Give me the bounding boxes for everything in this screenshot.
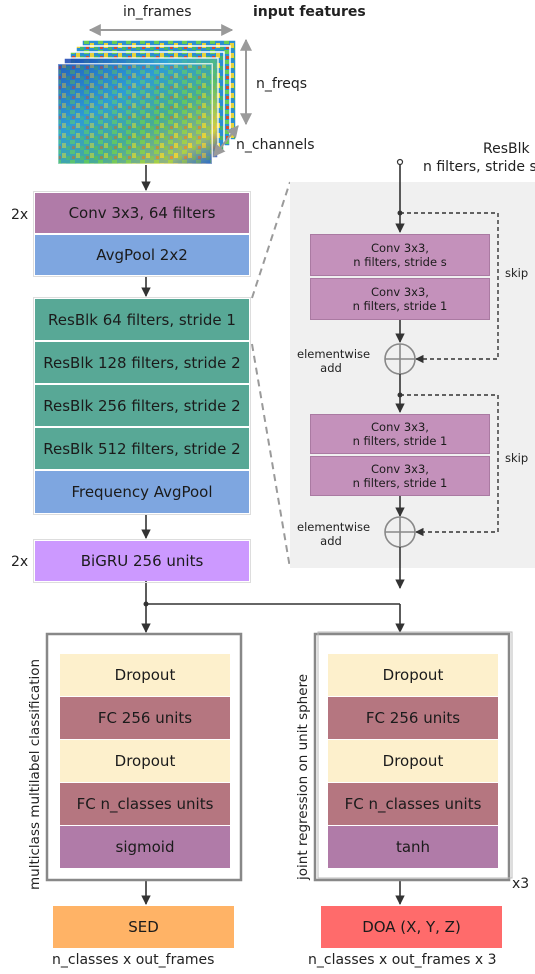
- n-freqs-label: n_freqs: [256, 76, 308, 92]
- doa-output-block: DOA (X, Y, Z): [321, 906, 502, 948]
- conv-repeat-label: 2x: [11, 207, 29, 223]
- gru-repeat-label: 2x: [11, 554, 29, 570]
- n-channels-arrow: [213, 125, 239, 157]
- doa-output-shape: n_classes x out_frames x 3: [308, 952, 497, 968]
- add2-label-line1: elementwise: [297, 520, 371, 534]
- detail-conv-2a-line1: Conv 3x3,: [371, 420, 429, 434]
- detail-title-line2: n filters, stride s: [423, 159, 535, 175]
- sed-output-block: SED: [53, 906, 234, 948]
- doa-stack-back: [317, 631, 513, 879]
- sed-branch-frame: [45, 632, 243, 882]
- detail-conv-1b: Conv 3x3, n filters, stride 1: [310, 278, 490, 320]
- skip2-path: [400, 394, 499, 537]
- sed-fc-nclasses: FC n_classes units: [60, 783, 230, 825]
- detail-conv-2b-line1: Conv 3x3,: [371, 462, 429, 476]
- doa-fc-nclasses: FC n_classes units: [328, 783, 498, 825]
- add2-label: elementwise add: [297, 520, 371, 548]
- doa-repeat-label: x3: [512, 876, 530, 892]
- detail-conv-2a-line2: n filters, stride 1: [352, 434, 448, 448]
- skip1-path: [400, 212, 499, 364]
- doa-fc-256: FC 256 units: [328, 697, 498, 739]
- add1-label: elementwise add: [297, 347, 371, 375]
- skip2-label: skip: [505, 451, 529, 465]
- sed-sigmoid: sigmoid: [60, 826, 230, 868]
- detail-conv-2b: Conv 3x3, n filters, stride 1: [310, 456, 490, 496]
- detail-conv-1b-line1: Conv 3x3,: [371, 285, 429, 299]
- zoom-line-bottom: [251, 343, 291, 569]
- resblk-64-block: ResBlk 64 filters, stride 1: [35, 299, 249, 340]
- resblk-256-block: ResBlk 256 filters, stride 2: [35, 385, 249, 426]
- sed-dropout-1: Dropout: [60, 654, 230, 696]
- detail-conv-2a: Conv 3x3, n filters, stride 1: [310, 414, 490, 454]
- detail-conv-1a-line2: n filters, stride s: [353, 255, 447, 269]
- input-features-stack: [57, 39, 237, 165]
- in-frames-label: in_frames: [123, 4, 192, 20]
- resnet-stage-frame: [33, 297, 251, 515]
- detail-conv-1a-line1: Conv 3x3,: [371, 241, 429, 255]
- frequency-avgpool-block: Frequency AvgPool: [35, 471, 249, 513]
- conv-stage-frame: [33, 191, 251, 277]
- bigru-block: BiGRU 256 units: [35, 541, 249, 581]
- doa-tanh: tanh: [328, 826, 498, 868]
- add2-icon: [384, 516, 416, 548]
- avgpool-block: AvgPool 2x2: [35, 235, 249, 275]
- gru-stage-frame: [33, 539, 251, 583]
- add2-label-line2: add: [320, 534, 342, 548]
- input-features-title: input features: [253, 4, 366, 20]
- add1-label-line2: add: [320, 361, 342, 375]
- add1-label-line1: elementwise: [297, 347, 371, 361]
- sed-fc-256: FC 256 units: [60, 697, 230, 739]
- resblk-128-block: ResBlk 128 filters, stride 2: [35, 342, 249, 383]
- doa-side-label: joint regression on unit sphere: [295, 673, 311, 880]
- doa-dropout-2: Dropout: [328, 740, 498, 782]
- sed-dropout-2: Dropout: [60, 740, 230, 782]
- resblk-512-block: ResBlk 512 filters, stride 2: [35, 428, 249, 469]
- add1-icon: [384, 343, 416, 375]
- doa-dropout-1: Dropout: [328, 654, 498, 696]
- detail-conv-1a: Conv 3x3, n filters, stride s: [310, 234, 490, 276]
- doa-branch-frame: [313, 632, 511, 882]
- detail-conv-1b-line2: n filters, stride 1: [352, 299, 448, 313]
- detail-title-line1: ResBlk: [483, 141, 530, 157]
- skip1-label: skip: [505, 266, 529, 280]
- n-channels-label: n_channels: [236, 137, 315, 153]
- sed-output-shape: n_classes x out_frames: [52, 952, 215, 968]
- zoom-line-top: [251, 181, 291, 299]
- sed-side-label: multiclass multilabel classification: [27, 658, 43, 890]
- detail-conv-2b-line2: n filters, stride 1: [352, 476, 448, 490]
- detail-input-node: [396, 158, 404, 166]
- conv-block: Conv 3x3, 64 filters: [35, 193, 249, 233]
